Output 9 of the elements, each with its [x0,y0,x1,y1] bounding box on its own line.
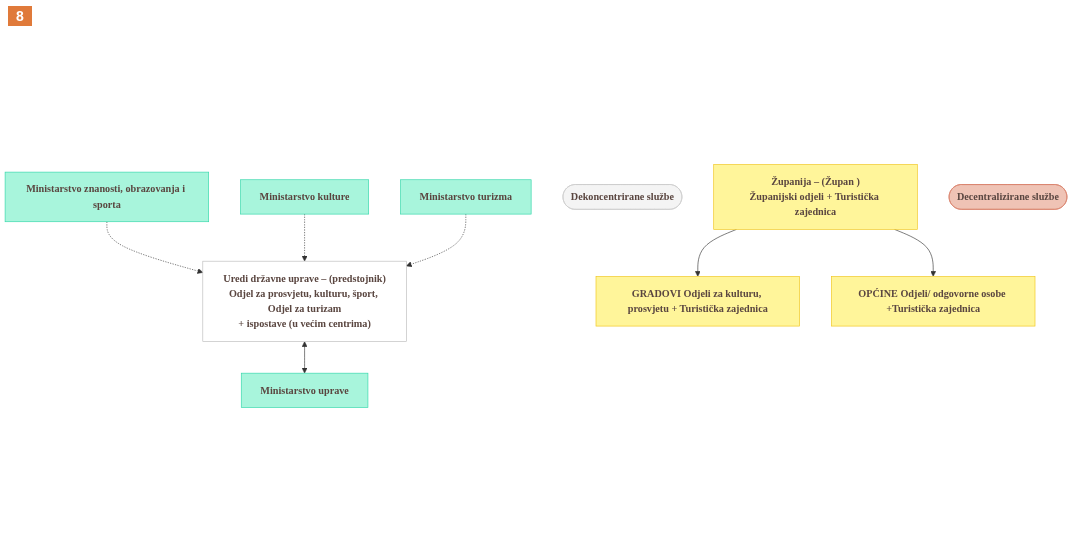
page-number: 8 [8,6,32,26]
node-box: GRADOVI Odjeli za kulturu, prosvjetu + Turistička zajednica [595,276,800,327]
node-box: Ministarstvo znanosti, obrazovanja i sporta [4,171,209,223]
node-box: Uredi državne uprave – (predstojnik) Odjel za prosvjetu, kulturu, šport, Odjel za turizam + ispostave (u većim centrima) [202,260,407,342]
node-box: Ministarstvo kulture [240,179,369,215]
node-box: Ministarstvo uprave [240,372,369,408]
node-box: OPĆINE Odjeli/ odgovorne osobe +Turistička zajednica [831,276,1036,327]
node-box: Županija – (Župan ) Županijski odjeli + Turistička zajednica [713,164,918,230]
node-box: Ministarstvo turizma [400,179,532,215]
